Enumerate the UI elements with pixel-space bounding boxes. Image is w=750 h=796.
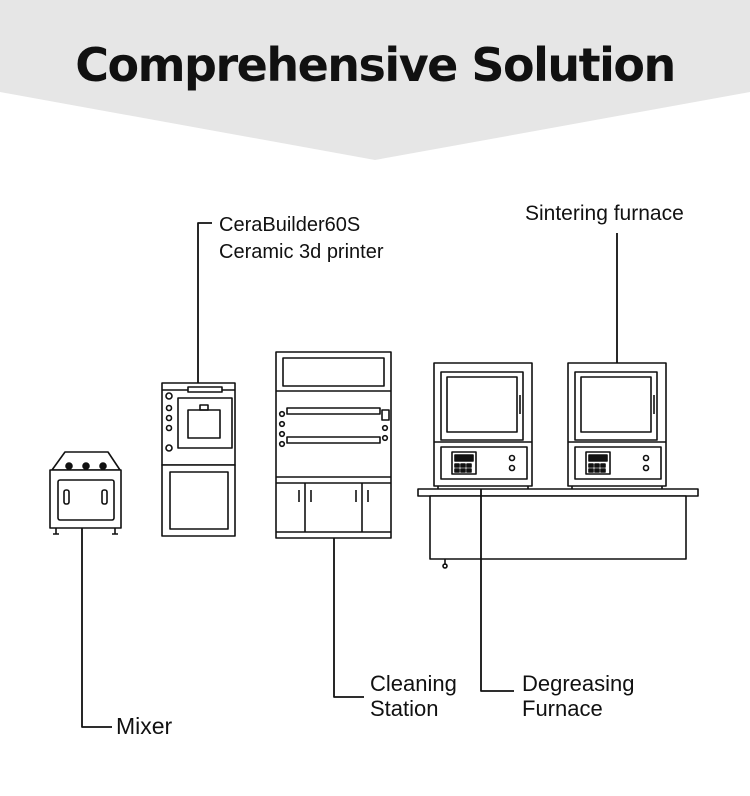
printer-name: CeraBuilder60S xyxy=(219,214,361,236)
printer-leader-line xyxy=(197,222,212,383)
leader-lines xyxy=(81,222,618,728)
degreasing-furnace-label: Degreasing Furnace xyxy=(522,671,635,721)
degreasing-furnace-line2: Furnace xyxy=(522,696,603,721)
printer-description: Ceramic 3d printer xyxy=(219,241,384,263)
printer-label: CeraBuilder60S Ceramic 3d printer xyxy=(219,213,384,267)
sintering-furnace-illustration xyxy=(567,362,667,489)
cleaning-station-line1: Cleaning xyxy=(370,671,457,696)
cleaning-leader-line xyxy=(333,538,364,698)
cleaning-station-label: Cleaning Station xyxy=(370,671,457,721)
mixer-illustration xyxy=(49,451,122,535)
mixer-label: Mixer xyxy=(116,713,173,739)
cleaning-station-line2: Station xyxy=(370,696,439,721)
degreasing-leader-line xyxy=(480,489,514,692)
degreasing-furnace-illustration xyxy=(433,362,533,489)
cleaning-station-illustration xyxy=(275,351,392,539)
sintering-furnace-label: Sintering furnace xyxy=(525,202,684,225)
printer-illustration xyxy=(161,382,236,537)
header-banner xyxy=(0,0,750,160)
furnace-table-illustration xyxy=(417,488,699,569)
page-title: Comprehensive Solution xyxy=(75,38,676,92)
degreasing-furnace-line1: Degreasing xyxy=(522,671,635,696)
mixer-leader-line xyxy=(81,528,112,728)
